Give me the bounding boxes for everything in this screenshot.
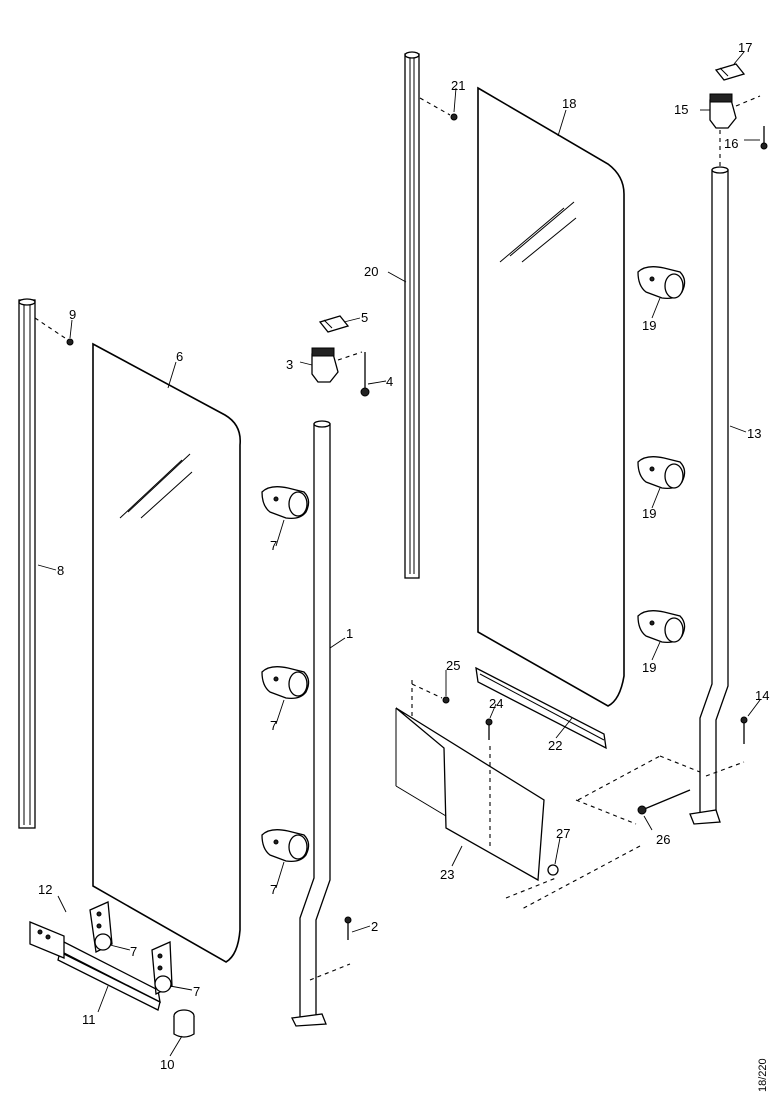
part-17-clip [714, 63, 746, 81]
part-3-top-block [311, 347, 363, 383]
callout-21: 21 [451, 78, 465, 93]
callout-10: 10 [160, 1057, 174, 1072]
callout-11: 11 [82, 1012, 96, 1027]
callout-7-lower: 7 [270, 882, 277, 897]
part-16-screw [760, 126, 768, 150]
part-13-post [689, 166, 729, 825]
callout-22: 22 [548, 738, 562, 753]
part-19-hinge-upper [637, 266, 686, 300]
callout-4: 4 [386, 374, 393, 389]
part-26-bolt [637, 789, 691, 815]
callout-17: 17 [738, 40, 752, 55]
part-1-post [291, 420, 331, 1027]
part-5-clip [318, 315, 350, 333]
callout-26: 26 [656, 832, 670, 847]
callout-12: 12 [38, 882, 52, 897]
callout-6: 6 [176, 349, 183, 364]
part-23-bottom-panel [395, 707, 545, 882]
callout-15: 15 [674, 102, 688, 117]
callout-18: 18 [562, 96, 576, 111]
part-27-nut [547, 864, 559, 876]
dashed-assembly-lines [505, 755, 701, 911]
part-12-bracket [29, 921, 65, 959]
part-7-hinge-upper [261, 486, 310, 520]
part-19-hinge-lower [637, 610, 686, 644]
part-19-hinge-middle [637, 456, 686, 490]
part-7-hinge-bottom-a [89, 901, 113, 953]
callout-27: 27 [556, 826, 570, 841]
part-8-seal-strip [18, 298, 36, 829]
part-6-glass-panel [92, 342, 242, 963]
part-25-screws [411, 680, 450, 716]
callout-8: 8 [57, 563, 64, 578]
part-15-top-block [709, 93, 761, 129]
part-4-screw [360, 352, 370, 397]
callout-13: 13 [747, 426, 761, 441]
callout-7-bottom-a: 7 [130, 944, 137, 959]
callout-2: 2 [371, 919, 378, 934]
part-11-bottom-bar [57, 938, 161, 1011]
part-18-glass-panel [477, 86, 625, 707]
callout-25: 25 [446, 658, 460, 673]
callout-19-middle: 19 [642, 506, 656, 521]
callout-20: 20 [364, 264, 378, 279]
part-14-screw [705, 716, 748, 777]
part-20-seal-strip [404, 51, 420, 579]
callout-19-upper: 19 [642, 318, 656, 333]
callout-19-lower: 19 [642, 660, 656, 675]
part-7-hinge-bottom-b [151, 941, 173, 996]
callout-23: 23 [440, 867, 454, 882]
part-2-screw [309, 916, 352, 981]
callout-5: 5 [361, 310, 368, 325]
callout-7-upper: 7 [270, 538, 277, 553]
part-9-screw [34, 317, 74, 346]
leader-lines [37, 51, 761, 1057]
callout-14: 14 [755, 688, 769, 703]
callout-1: 1 [346, 626, 353, 641]
callout-16: 16 [724, 136, 738, 151]
callout-7-middle: 7 [270, 718, 277, 733]
callout-24: 24 [489, 696, 503, 711]
part-7-hinge-middle [261, 666, 310, 700]
part-22-sweep [475, 666, 607, 750]
part-10-bushing [173, 1009, 195, 1038]
part-24-screw [485, 718, 493, 740]
part-7-hinge-lower [261, 829, 310, 863]
callout-3: 3 [286, 357, 293, 372]
callout-9: 9 [69, 307, 76, 322]
callout-7-bottom-b: 7 [193, 984, 200, 999]
figure-code: 18/220 [757, 1058, 769, 1092]
part-21-screw [419, 97, 458, 121]
